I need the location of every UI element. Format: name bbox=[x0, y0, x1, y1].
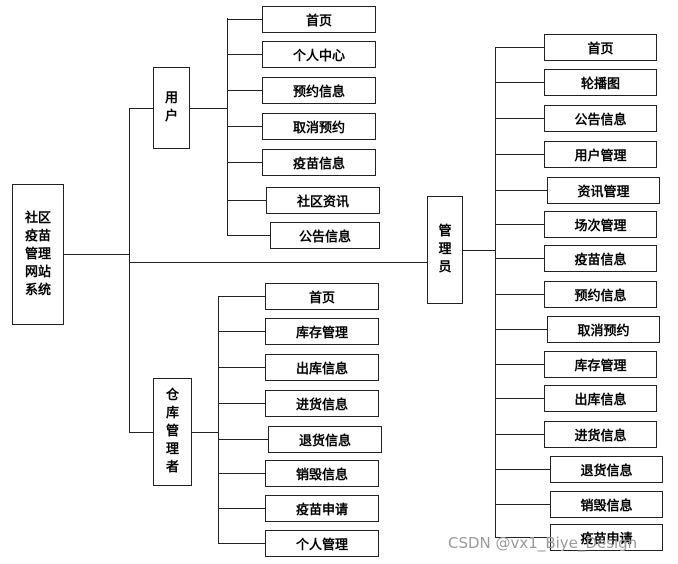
admin-item-11: 出库信息 bbox=[544, 385, 657, 412]
user-item-1: 首页 bbox=[262, 6, 376, 33]
admin-item-connector bbox=[495, 82, 544, 83]
admin-item-3: 公告信息 bbox=[544, 105, 657, 132]
admin-item-13: 退货信息 bbox=[550, 456, 663, 483]
admin-item-12: 进货信息 bbox=[544, 421, 657, 448]
admin-item-connector bbox=[495, 329, 547, 330]
admin-item-connector bbox=[495, 118, 544, 119]
warehouse-item-connector bbox=[218, 508, 265, 509]
warehouse-item-1: 首页 bbox=[265, 283, 379, 310]
warehouse-node: 仓库管理者 bbox=[153, 378, 192, 486]
warehouse-item-6: 销毁信息 bbox=[265, 460, 379, 487]
warehouse-item-connector bbox=[218, 296, 265, 297]
admin-item-7: 疫苗信息 bbox=[544, 245, 657, 272]
user-item-connector bbox=[227, 162, 262, 163]
admin-item-connector bbox=[495, 258, 544, 259]
admin-branch-trunk bbox=[495, 47, 496, 537]
warehouse-item-connector bbox=[218, 367, 265, 368]
admin-item-4: 用户管理 bbox=[544, 141, 657, 168]
user-node: 用户 bbox=[153, 67, 190, 149]
admin-item-connector bbox=[495, 294, 544, 295]
warehouse-connector bbox=[129, 432, 153, 433]
warehouse-item-4: 进货信息 bbox=[265, 390, 379, 417]
admin-item-1: 首页 bbox=[544, 34, 657, 61]
admin-item-15: 疫苗申请 bbox=[550, 524, 663, 551]
user-branch-link bbox=[190, 108, 227, 109]
admin-item-connector bbox=[495, 364, 544, 365]
user-item-6: 社区资讯 bbox=[266, 187, 380, 214]
admin-item-connector bbox=[495, 190, 547, 191]
warehouse-item-3: 出库信息 bbox=[265, 354, 379, 381]
admin-branch-link bbox=[463, 250, 496, 251]
root-node: 社区疫苗管理网站系统 bbox=[12, 184, 64, 325]
warehouse-branch-trunk bbox=[218, 296, 219, 543]
user-item-connector bbox=[227, 126, 262, 127]
warehouse-item-7: 疫苗申请 bbox=[265, 495, 379, 522]
admin-item-connector bbox=[495, 537, 550, 538]
warehouse-item-connector bbox=[218, 331, 265, 332]
user-item-7: 公告信息 bbox=[270, 222, 380, 249]
admin-item-9: 取消预约 bbox=[547, 316, 660, 343]
admin-item-8: 预约信息 bbox=[544, 281, 657, 308]
watermark: CSDN @vx1_Biye_Design bbox=[448, 534, 638, 552]
admin-item-5: 资讯管理 bbox=[547, 177, 660, 204]
admin-node: 管理员 bbox=[427, 196, 463, 304]
warehouse-item-connector bbox=[218, 403, 265, 404]
warehouse-branch-link bbox=[192, 432, 218, 433]
user-item-4: 取消预约 bbox=[262, 113, 376, 140]
admin-item-connector bbox=[495, 469, 550, 470]
user-item-3: 预约信息 bbox=[262, 77, 376, 104]
admin-item-6: 场次管理 bbox=[544, 211, 657, 238]
warehouse-item-2: 库存管理 bbox=[265, 318, 379, 345]
root-trunk bbox=[129, 108, 130, 433]
admin-item-connector bbox=[495, 154, 544, 155]
user-item-connector bbox=[227, 54, 262, 55]
user-item-connector bbox=[227, 90, 262, 91]
user-item-connector bbox=[227, 200, 266, 201]
user-item-5: 疫苗信息 bbox=[262, 149, 376, 176]
admin-item-connector bbox=[495, 224, 544, 225]
root-connector bbox=[64, 254, 130, 255]
warehouse-item-connector bbox=[218, 439, 268, 440]
warehouse-item-connector bbox=[218, 543, 265, 544]
warehouse-item-connector bbox=[218, 473, 265, 474]
user-item-connector bbox=[227, 235, 270, 236]
admin-item-10: 库存管理 bbox=[544, 351, 657, 378]
user-branch-trunk bbox=[227, 18, 228, 236]
admin-connector bbox=[129, 262, 427, 263]
admin-item-connector bbox=[495, 47, 544, 48]
warehouse-item-8: 个人管理 bbox=[265, 530, 379, 557]
user-connector bbox=[129, 108, 153, 109]
admin-item-14: 销毁信息 bbox=[550, 491, 663, 518]
admin-item-connector bbox=[495, 504, 550, 505]
admin-item-2: 轮播图 bbox=[544, 69, 657, 96]
user-item-2: 个人中心 bbox=[262, 41, 376, 68]
warehouse-item-5: 退货信息 bbox=[268, 426, 382, 453]
admin-item-connector bbox=[495, 434, 544, 435]
admin-item-connector bbox=[495, 398, 544, 399]
user-item-connector bbox=[227, 19, 262, 20]
